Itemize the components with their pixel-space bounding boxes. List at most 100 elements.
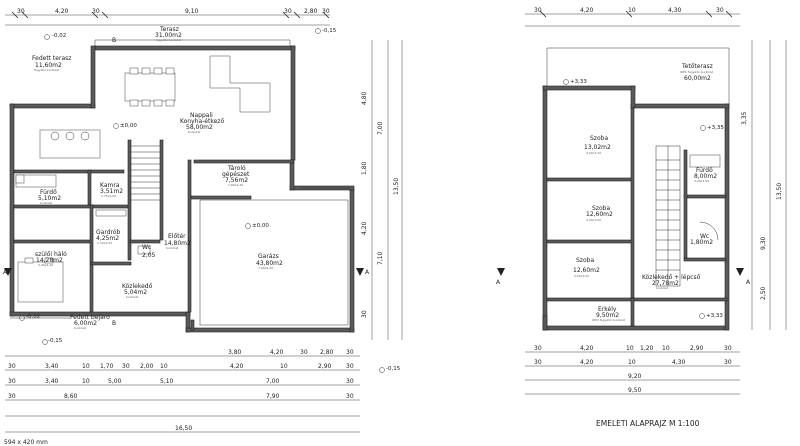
- upper-bottom-r1-5: 10: [662, 345, 670, 352]
- room-name: Szoba: [590, 135, 608, 142]
- ground-section-markers: A A B B: [3, 37, 370, 327]
- level-marker-4: ±0,00: [252, 223, 269, 229]
- ground-bottom-r4-1: 30: [8, 393, 16, 400]
- room-area: 1,80m2: [690, 239, 713, 246]
- room-garazs: Garázs 43,80m2 7,00x6,20: [256, 253, 283, 270]
- upper-bottom-r4-1: 9,50: [628, 387, 642, 394]
- room-upper-erkely: Erkély 9,50m2 WPC fagyálló burkolat: [592, 306, 626, 322]
- room-sub: burkolat: [188, 130, 201, 134]
- upper-room-labels: Tetőterasz WPC fagyálló burkolat 60,00m2…: [573, 63, 717, 322]
- upper-level-markers: +3,33 +3,35 +3,33: [563, 79, 724, 319]
- ground-bottom-r3-2: 3,40: [45, 378, 59, 385]
- upper-bottom-r2-1: 30: [534, 359, 542, 366]
- room-area: 5,10m2: [38, 195, 61, 202]
- ground-interior-walls: [13, 139, 252, 331]
- ground-bottom-r3-1: 30: [8, 378, 16, 385]
- room-gardrob: Gardrób 4,25m2 1,70x2,50: [96, 229, 121, 245]
- upper-right-dim-2: 13,50: [776, 183, 783, 200]
- room-area: 14,28m2: [36, 257, 63, 264]
- section-marker-b-bottom: B: [112, 320, 116, 327]
- room-upper-wc: Wc 1,80m2: [690, 233, 713, 246]
- room-name: Fedett terasz: [32, 55, 71, 62]
- upper-bottom-r2-2: 4,20: [580, 359, 594, 366]
- upper-bottom-r1-4: 1,20: [640, 345, 654, 352]
- ground-bottom-r3-6: 7,00: [266, 378, 280, 385]
- ground-top-dim-2: 4,20: [55, 8, 69, 15]
- upper-section-markers: A A: [496, 268, 751, 286]
- room-wc: Wc 2,05: [142, 244, 156, 259]
- ground-floor-plan: 30 4,20 30 9,10 30 2,80 30: [3, 8, 403, 446]
- room-upper-szoba-2: Szoba 12,60m2 4,20x3,00: [586, 205, 613, 222]
- ground-top-dim-1: 30: [17, 8, 25, 15]
- room-name: Tároló: [227, 165, 246, 172]
- upper-right-dim-1: 3,35: [741, 111, 748, 125]
- room-name-2: Konyha-étkező: [180, 118, 224, 125]
- room-name: Kamra: [100, 182, 120, 189]
- room-sub: 7,00x6,20: [258, 266, 273, 270]
- room-name: Fedett bejáró: [70, 314, 110, 321]
- room-name: Szoba: [576, 257, 594, 264]
- ground-top-dim-5: 30: [284, 8, 292, 15]
- room-nappali: Nappali Konyha-étkező 58,00m2 burkolat: [180, 112, 224, 134]
- room-area: 11,60m2: [35, 62, 62, 69]
- ground-right-dim-7: 30: [361, 310, 368, 318]
- ground-bottom-r4-3: 7,90: [266, 393, 280, 400]
- ground-bottom-r1-4: 2,80: [320, 349, 334, 356]
- room-sub: burkolat: [166, 246, 179, 250]
- room-terasz: Terasz 31,00m2 fagyálló burkolat: [155, 26, 182, 42]
- room-name: Wc: [142, 244, 151, 251]
- room-kozlekedo: Közlekedő 5,04m2 burkolat: [122, 283, 153, 299]
- room-sub: 1,75x2,00: [101, 194, 116, 198]
- upper-top-dim-5: 30: [716, 7, 724, 14]
- ground-bottom-r2-5: 30: [122, 363, 130, 370]
- ground-bottom-r2-3: 10: [82, 363, 90, 370]
- room-sub: 4,20x3,00: [574, 274, 589, 278]
- upper-right-dim-3: 9,30: [760, 236, 767, 250]
- ground-right-dim-3: 1,80: [361, 161, 368, 175]
- upper-top-dim-4: 4,30: [668, 7, 682, 14]
- upper-stair: [655, 145, 721, 287]
- ground-bottom-r4-4: 30: [346, 393, 354, 400]
- room-sub: 3,40x4,20: [38, 263, 53, 267]
- room-sub: burkolat: [126, 295, 139, 299]
- ground-bottom-r2-2: 3,40: [45, 363, 59, 370]
- room-area: 13,02m2: [584, 144, 611, 151]
- room-area: 5,04m2: [124, 289, 147, 296]
- room-area: 6,00m2: [74, 320, 97, 327]
- level-marker-7: -0,15: [386, 366, 401, 372]
- ground-top-dimensions: 30 4,20 30 9,10 30 2,80 30: [5, 8, 330, 26]
- upper-floor-title: EMELETI ALAPRAJZ M 1:100: [596, 419, 700, 428]
- ground-bottom-r2-7: 10: [160, 363, 168, 370]
- ground-bottom-r5-1: 16,50: [175, 425, 192, 432]
- room-sub: burkolat: [74, 326, 87, 330]
- ground-right-dim-1: 4,80: [361, 91, 368, 105]
- room-area: 43,80m2: [256, 260, 283, 267]
- room-name: Közlekedő + lépcső: [642, 274, 701, 281]
- upper-bottom-r1-3: 10: [626, 345, 634, 352]
- room-area: 31,00m2: [155, 32, 182, 39]
- ground-right-dim-6: 7,10: [377, 251, 384, 265]
- room-sub: 3,20x2,50: [694, 179, 709, 183]
- room-name: Garázs: [258, 253, 279, 260]
- upper-top-dim-2: 4,20: [580, 7, 594, 14]
- room-name: Közlekedő: [122, 283, 153, 290]
- room-name: Nappali: [190, 112, 213, 119]
- room-fedett-terasz: Fedett terasz 11,60m2 fagyálló burkolat: [32, 55, 71, 72]
- room-area: 7,56m2: [225, 177, 248, 184]
- room-area: 12,60m2: [573, 267, 600, 274]
- room-sub: 4,20x3,00: [586, 218, 601, 222]
- room-area: 58,00m2: [186, 124, 213, 131]
- ground-bottom-r3-7: 30: [346, 378, 354, 385]
- ground-room-labels: Terasz 31,00m2 fagyálló burkolat Fedett …: [32, 26, 283, 330]
- room-name: Tetőterasz: [681, 63, 713, 70]
- upper-top-dim-3: 10: [628, 7, 636, 14]
- upper-bottom-r1-2: 4,20: [580, 345, 594, 352]
- room-fedett-bejaro: Fedett bejáró 6,00m2 burkolat: [70, 314, 110, 330]
- upper-bottom-r2-3: 10: [628, 359, 636, 366]
- room-name: Terasz: [159, 26, 179, 33]
- room-area: 12,60m2: [586, 211, 613, 218]
- section-marker-a-upper-left: A: [496, 279, 501, 286]
- level-marker-6: -0,15: [48, 338, 63, 344]
- upper-interior-walls: [546, 107, 728, 327]
